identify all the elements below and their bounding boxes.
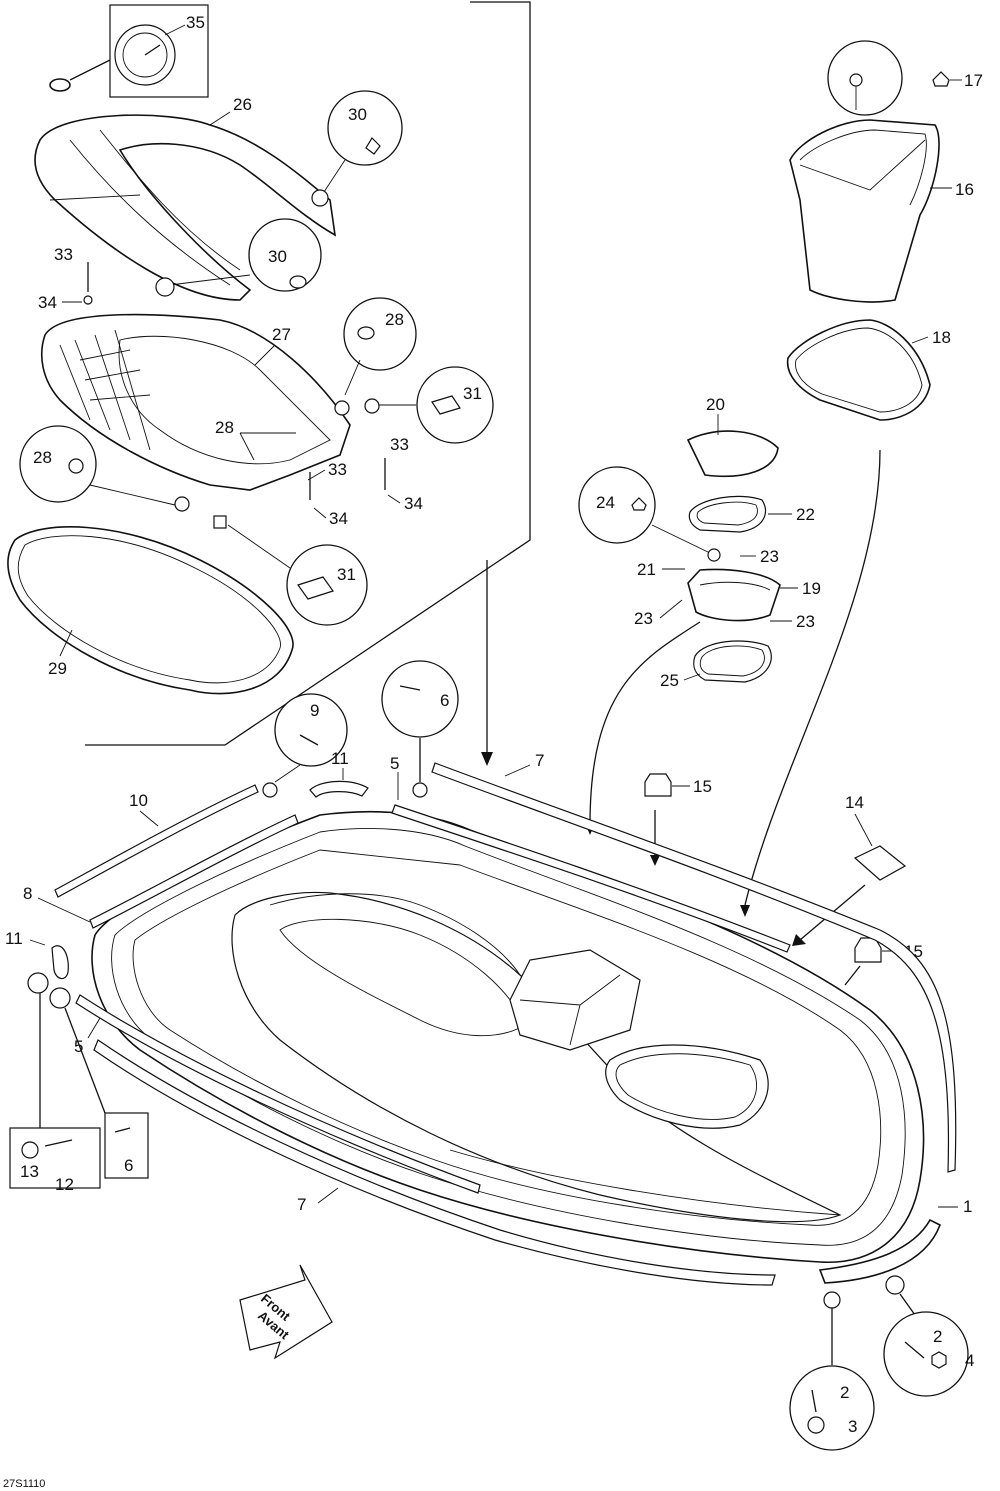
callout-27: 27 [272,325,291,344]
label-28-center: 28 [215,418,296,461]
callout-26: 26 [233,95,252,114]
callout-2-right: 2 [933,1327,942,1346]
callout-28-left: 28 [33,448,52,467]
detail-2-3-fastener[interactable]: 2 3 [789,1291,875,1451]
callout-7-bottom: 7 [297,1195,306,1214]
front-arrow: Front Avant [239,1264,333,1360]
callout-3: 3 [848,1417,857,1436]
arrow-glovebox-to-hull [585,621,701,835]
part-7-strip-bottom[interactable]: 7 [93,1039,776,1286]
callout-34-mid: 34 [329,509,348,528]
callout-28-center: 28 [215,418,234,437]
detail-31-right[interactable]: 31 [364,366,494,444]
detail-9-screw[interactable]: 9 [262,693,348,798]
callout-22: 22 [796,505,815,524]
callout-34-right: 34 [404,494,423,513]
callout-4: 4 [965,1351,974,1370]
callout-6-upper: 6 [440,691,449,710]
callout-30-upper: 30 [348,105,367,124]
detail-31-lower[interactable]: 31 [213,515,368,626]
callout-13: 13 [20,1162,39,1181]
callout-33-left: 33 [54,245,73,264]
diagram-code: 27S1110 [3,1478,45,1490]
hull-body[interactable] [91,810,925,1263]
detail-12-13-plug[interactable]: 13 12 [9,972,101,1194]
part-10-strip[interactable]: 10 [54,784,259,898]
callout-15-upper: 15 [693,777,712,796]
part-18-bin-seal[interactable]: 18 [786,319,951,421]
callout-23-c: 23 [796,612,815,631]
detail-2-4-fastener[interactable]: 2 4 [883,1275,974,1397]
part-35-gauge[interactable]: 35 [49,4,209,98]
part-5-strip-top[interactable]: 5 [390,754,791,953]
detail-30-upper[interactable]: 30 [311,90,403,207]
part-8-strip[interactable]: 8 [23,814,299,929]
callout-20: 20 [706,395,725,414]
callout-5-bottom: 5 [74,1037,83,1056]
callout-2-left: 2 [840,1383,849,1402]
callout-9: 9 [310,701,319,720]
callout-14: 14 [845,793,864,812]
callout-7-top: 7 [535,751,544,770]
part-11-lower[interactable]: 11 [5,929,69,980]
arrow-bin-to-hull [740,449,881,917]
callout-24: 24 [596,493,615,512]
part-14-plate[interactable]: 14 [792,793,907,946]
callout-34-left: 34 [38,293,57,312]
part-27-seat-base[interactable]: 27 [40,313,351,491]
callout-31-right: 31 [463,384,482,403]
callout-25: 25 [660,671,679,690]
callout-1: 1 [963,1197,972,1216]
detail-28-upper[interactable]: 28 [334,297,417,416]
part-19-glove-box[interactable]: 19 21 23 23 23 [634,547,821,631]
callout-31-lower: 31 [337,565,356,584]
detail-30-lower[interactable]: 30 [155,218,322,297]
part-5-strip-bottom[interactable]: 5 [74,994,481,1194]
callout-8: 8 [23,884,32,903]
callout-19: 19 [802,579,821,598]
callout-28-upper: 28 [385,310,404,329]
callout-18: 18 [932,328,951,347]
part-25-gasket[interactable]: 25 [660,640,772,690]
callout-23-b: 23 [634,609,653,628]
callout-5-top: 5 [390,754,399,773]
callout-12: 12 [55,1175,74,1194]
callout-29: 29 [48,659,67,678]
part-1-bow-bumper[interactable]: 1 [818,1197,972,1284]
callout-33-mid: 33 [328,460,347,479]
detail-17-bumper[interactable]: 17 [827,40,983,116]
callout-10: 10 [129,791,148,810]
part-11-upper[interactable]: 11 [309,749,369,798]
callout-21: 21 [637,560,656,579]
part-7-strip-top[interactable]: 7 [431,751,957,1173]
screw-33-34-right[interactable]: 33 34 33 34 [307,435,423,528]
callout-23-a: 23 [760,547,779,566]
part-22-gasket[interactable]: 22 [688,495,815,533]
detail-6-upper[interactable]: 6 [381,660,459,798]
callout-6-lower: 6 [124,1156,133,1175]
part-20-cover[interactable]: 20 [686,395,779,478]
callout-30-lower: 30 [268,247,287,266]
part-26-top-cover[interactable]: 26 [34,95,337,301]
callout-11-upper: 11 [331,749,349,768]
screw-33-34-left[interactable]: 33 34 [38,245,93,312]
callout-33-right: 33 [390,435,409,454]
callout-11-lower: 11 [5,929,23,948]
part-29-seal[interactable]: 29 [7,526,294,695]
detail-6-lower[interactable]: 6 [49,987,149,1179]
part-15-drain-upper[interactable]: 15 [644,773,712,866]
detail-24-bumper[interactable]: 24 [578,466,721,562]
part-16-storage-bin[interactable]: 16 [789,119,974,303]
part-15-drain-lower[interactable]: 15 [844,937,923,986]
callout-17: 17 [964,71,983,90]
exploded-view-boundary [85,1,531,766]
detail-28-left[interactable]: 28 [19,425,190,512]
callout-16: 16 [955,180,974,199]
callout-35: 35 [186,13,205,32]
